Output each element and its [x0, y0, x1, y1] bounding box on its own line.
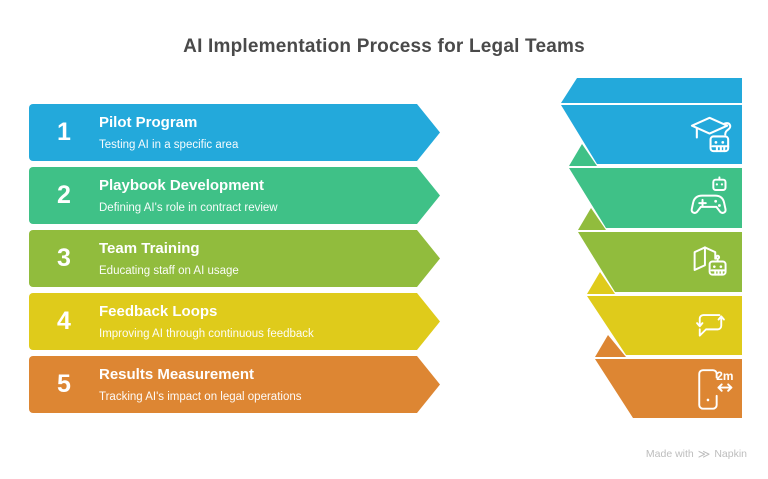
ribbon-fold-4 [595, 335, 626, 357]
step-title: Playbook Development [99, 177, 265, 194]
game-controller-robot-icon [688, 175, 733, 220]
ribbon-top-fold [561, 78, 742, 103]
chat-refresh-icon [689, 304, 732, 344]
step-bar-2: 2 Playbook Development Defining AI's rol… [29, 167, 440, 224]
step-subtitle: Testing AI in a specific area [99, 139, 239, 151]
step-bar-5: 5 Results Measurement Tracking AI's impa… [29, 356, 440, 413]
watermark-prefix: Made with [645, 448, 694, 460]
phone-2m-icon: 2m [691, 364, 735, 413]
napkin-logo-icon: ≫ [697, 447, 711, 461]
ribbon-band-3 [578, 232, 742, 292]
step-title: Feedback Loops [99, 303, 218, 320]
icon-label-2m: 2m [716, 369, 733, 383]
step-number: 2 [57, 181, 71, 209]
ribbon-band-5 [595, 359, 742, 418]
step-subtitle: Defining AI's role in contract review [99, 202, 278, 214]
ribbon-fold-2 [578, 208, 606, 230]
watermark-brand: Napkin [714, 448, 747, 460]
ribbon-band-2 [569, 168, 742, 228]
step-title: Pilot Program [99, 114, 198, 131]
step-number: 3 [57, 244, 71, 272]
napkin-watermark: Made with ≫ Napkin [646, 448, 747, 460]
step-subtitle: Tracking AI's impact on legal operations [99, 391, 302, 403]
step-subtitle: Educating staff on AI usage [99, 265, 239, 277]
diagram-title: AI Implementation Process for Legal Team… [183, 36, 585, 57]
step-number: 5 [57, 370, 71, 398]
graduation-cap-robot-icon [689, 111, 736, 158]
step-title: Results Measurement [99, 366, 255, 383]
step-bar-1: 1 Pilot Program Testing AI in a specific… [29, 104, 440, 161]
map-robot-icon [689, 239, 734, 284]
step-bar-4: 4 Feedback Loops Improving AI through co… [29, 293, 440, 350]
step-subtitle: Improving AI through continuous feedback [99, 328, 314, 340]
step-number: 4 [57, 307, 71, 335]
step-title: Team Training [99, 240, 200, 257]
step-number: 1 [57, 118, 71, 146]
ribbon-fold-1 [569, 144, 597, 166]
folded-ribbon [561, 78, 742, 418]
ribbon-band-1 [561, 105, 742, 164]
ribbon-band-4 [587, 296, 742, 355]
ribbon-fold-3 [587, 272, 615, 294]
step-bar-3: 3 Team Training Educating staff on AI us… [29, 230, 440, 287]
